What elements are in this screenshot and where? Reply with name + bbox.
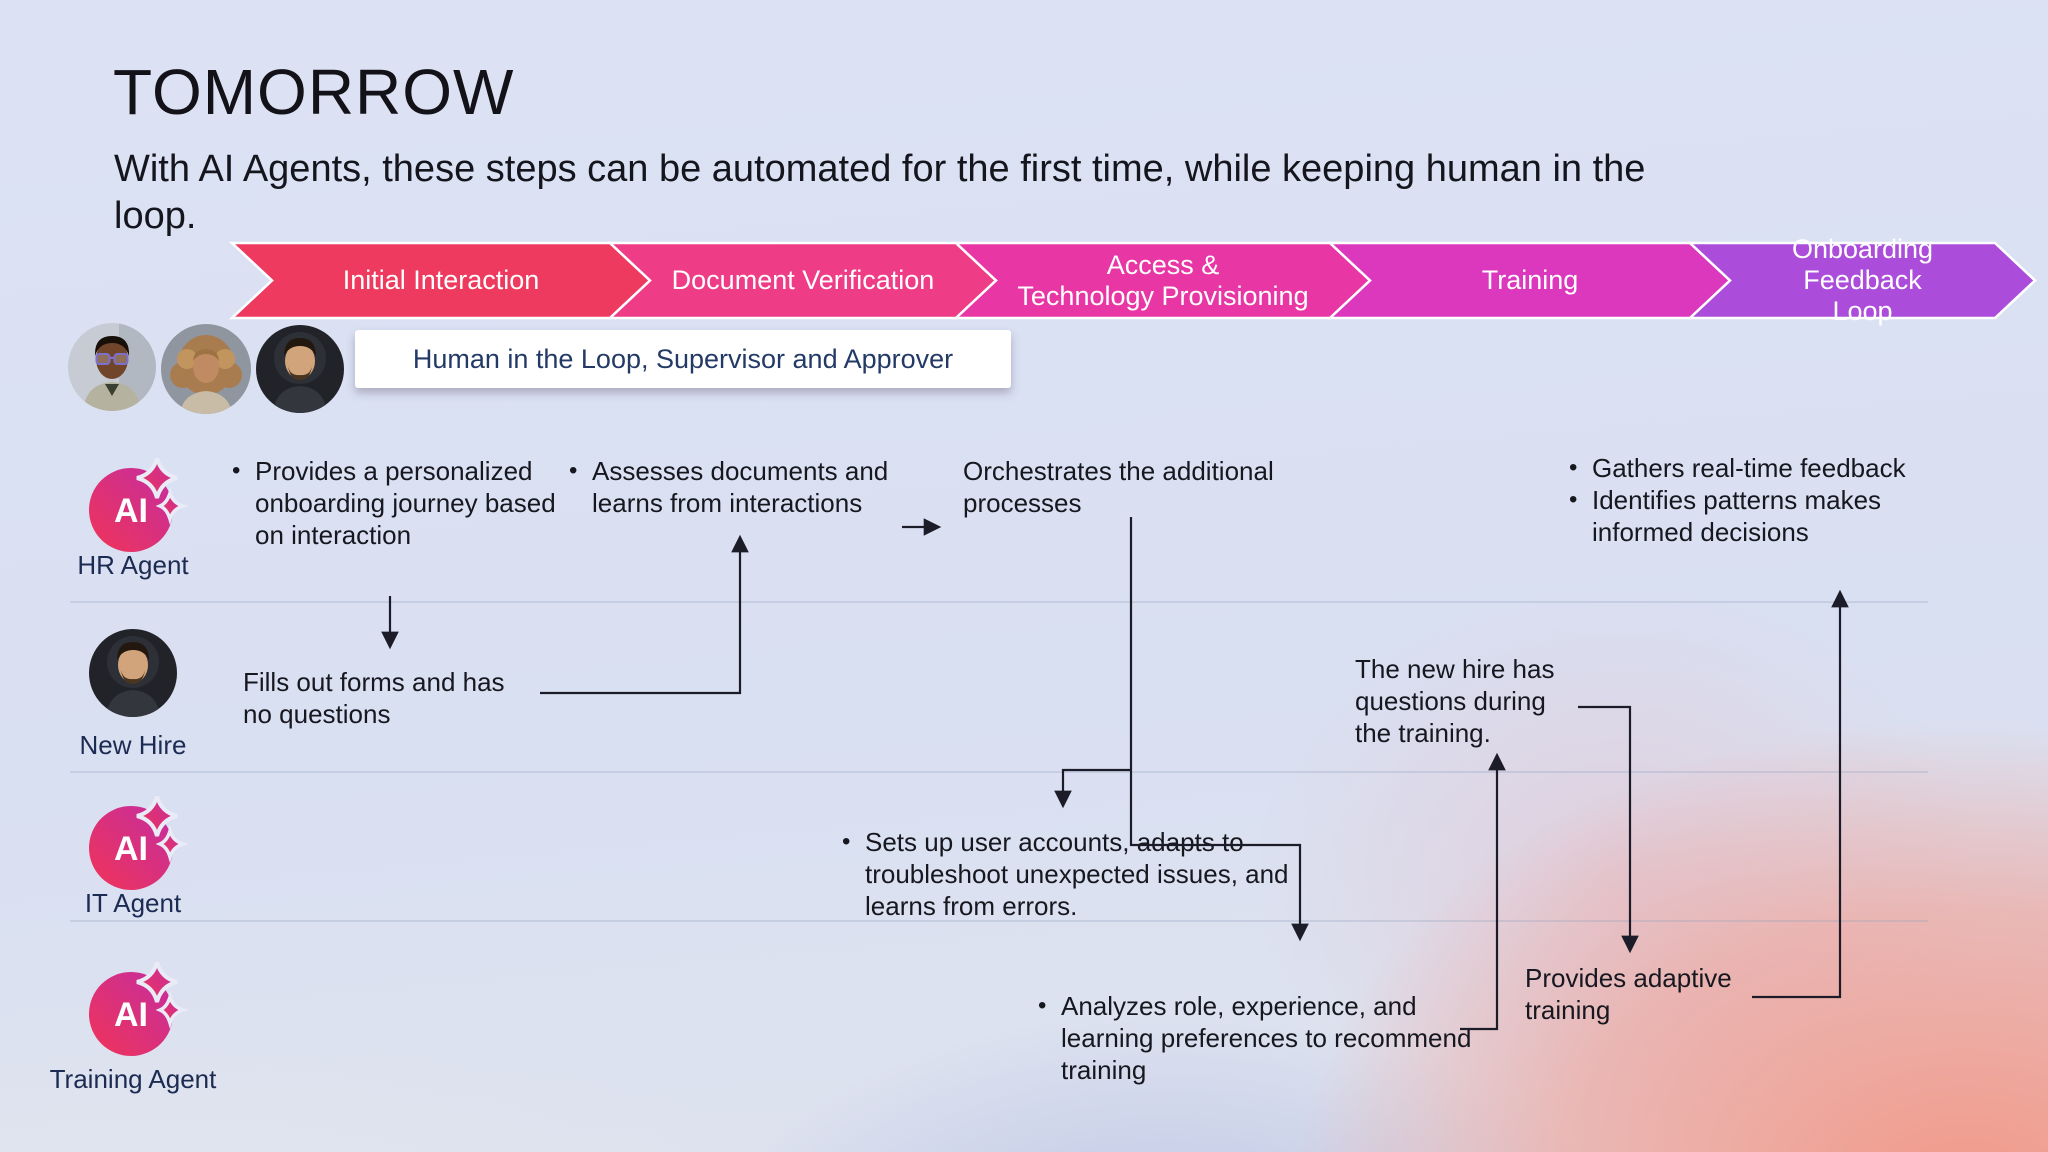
note-line: learns from errors. xyxy=(865,891,1078,921)
note-line: Provides a personalized xyxy=(255,455,608,487)
note-orchestrates: Orchestrates the additional processes xyxy=(963,455,1313,519)
human-in-loop-box: Human in the Loop, Supervisor and Approv… xyxy=(355,330,1011,388)
note-it-setup: Sets up user accounts, adapts to trouble… xyxy=(838,826,1298,922)
note-line: Identifies patterns makes xyxy=(1592,484,1945,516)
stage-label-line: Access & xyxy=(1106,249,1220,280)
lane-label-it-agent: IT Agent xyxy=(84,888,182,918)
subtitle-line: With AI Agents, these steps can be autom… xyxy=(114,148,1646,190)
note-new-hire-questions: The new hire has questions during the tr… xyxy=(1355,653,1635,749)
note-line: The new hire has xyxy=(1355,654,1555,684)
supervisor-avatar-2 xyxy=(161,324,251,414)
note-line: processes xyxy=(963,488,1082,518)
stage-label-line: Document Verification xyxy=(671,265,935,295)
note-hr-personalized: Provides a personalized onboarding journ… xyxy=(228,455,608,551)
note-line: training xyxy=(1061,1055,1147,1085)
note-feedback: Gathers real-time feedback Identifies pa… xyxy=(1565,452,1945,548)
stage-label-training: Training xyxy=(1370,243,1690,318)
note-line: Provides adaptive xyxy=(1525,963,1732,993)
note-line: the training. xyxy=(1355,718,1491,748)
ai-badge-text: AI xyxy=(114,996,148,1034)
stage-label-onboarding-feedback: Onboarding Feedback Loop xyxy=(1730,234,1995,326)
page-subtitle: With AI Agents, these steps can be autom… xyxy=(114,146,2044,240)
note-line: Fills out forms and has xyxy=(243,667,505,697)
stage-label-document-verification: Document Verification xyxy=(650,243,956,318)
note-line: Analyzes role, experience, and xyxy=(1061,990,1474,1022)
note-line: onboarding journey based xyxy=(255,488,556,518)
note-line: no questions xyxy=(243,699,391,729)
subtitle-line: loop. xyxy=(114,195,197,237)
note-line: training xyxy=(1525,995,1611,1025)
note-fills-forms: Fills out forms and has no questions xyxy=(243,666,553,730)
it-agent-ai-badge: AI xyxy=(89,796,190,890)
note-adaptive-training: Provides adaptive training xyxy=(1525,962,1785,1026)
supervisor-avatar-1 xyxy=(68,323,156,411)
note-line: on interaction xyxy=(255,520,412,550)
hr-agent-ai-badge: AI xyxy=(89,458,190,552)
ai-badge-text: AI xyxy=(114,830,148,868)
note-line: learning preferences to recommend xyxy=(1061,1023,1472,1053)
lane-label-new-hire: New Hire xyxy=(79,730,187,760)
arrow-adaptive-to-feedback xyxy=(1752,589,1849,999)
lane-label-hr-agent: HR Agent xyxy=(77,550,189,580)
ai-badge-text: AI xyxy=(114,492,148,530)
arrow-forms-to-assesses xyxy=(540,534,749,695)
note-line: Gathers real-time feedback xyxy=(1592,452,1945,484)
note-line: troubleshoot unexpected issues, and xyxy=(865,859,1289,889)
human-in-loop-label: Human in the Loop, Supervisor and Approv… xyxy=(412,343,954,374)
stage-label-line: Training xyxy=(1481,265,1579,295)
training-agent-ai-badge: AI xyxy=(89,962,190,1056)
arrow-analyzes-to-questions xyxy=(1460,752,1506,1031)
note-line: learns from interactions xyxy=(592,488,863,518)
stage-label-line: Loop xyxy=(1832,296,1893,326)
stage-label-line: Technology Provisioning xyxy=(1017,280,1309,311)
page-title: TOMORROW xyxy=(113,56,515,128)
note-hr-assesses: Assesses documents and learns from inter… xyxy=(565,455,905,519)
stage-label-initial-interaction: Initial Interaction xyxy=(272,243,610,318)
note-training-analyzes: Analyzes role, experience, and learning … xyxy=(1034,990,1474,1086)
stage-label-line: Initial Interaction xyxy=(342,265,540,295)
lane-label-training-agent: Training Agent xyxy=(49,1064,217,1094)
note-line: questions during xyxy=(1355,686,1546,716)
note-line: informed decisions xyxy=(1592,517,1809,547)
stage-label-access-technology: Access & Technology Provisioning xyxy=(996,243,1330,318)
note-line: Orchestrates the additional xyxy=(963,456,1274,486)
note-line: Sets up user accounts, adapts to xyxy=(865,826,1298,858)
new-hire-avatar xyxy=(89,629,177,717)
note-line: Assesses documents and xyxy=(592,455,905,487)
stage-label-line: Onboarding Feedback xyxy=(1791,234,1934,295)
supervisor-avatar-3 xyxy=(256,325,344,413)
arrow-orchestrates-to-setup xyxy=(1054,768,1131,809)
